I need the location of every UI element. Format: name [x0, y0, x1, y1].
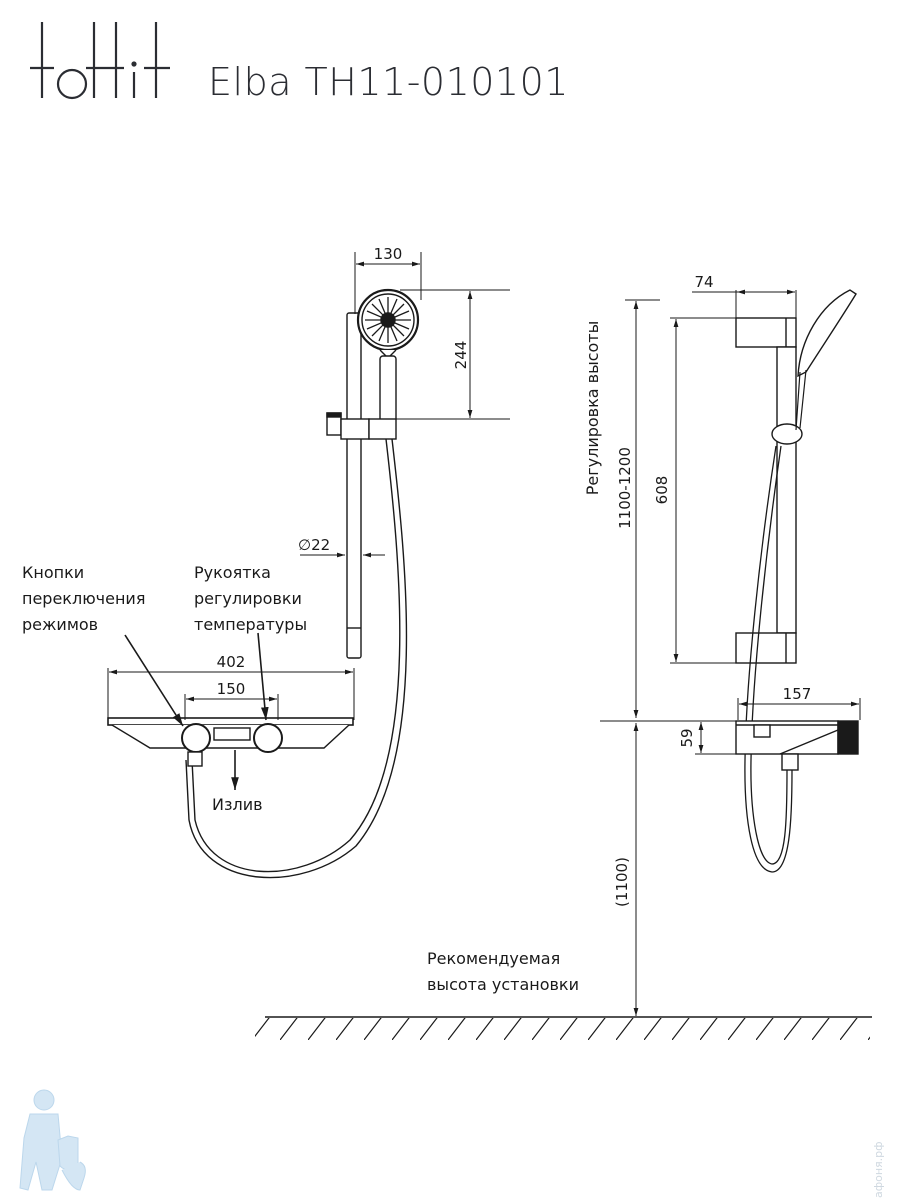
dim-panel-height: 59 [678, 728, 696, 747]
dim-rail-length: 608 [653, 476, 671, 505]
side-showerhead [797, 289, 857, 378]
dim-showerhead-height: 244 [452, 341, 470, 370]
dim-panel-width: 402 [217, 653, 246, 671]
dim-knob-spacing: 150 [217, 680, 246, 698]
dim-depth: 157 [783, 685, 812, 703]
header: Elba TH11-010101 [0, 0, 900, 130]
dim-height-adjust: 1100-1200 [616, 447, 634, 529]
side-view [600, 289, 861, 1016]
bottom-bracket [735, 632, 797, 664]
watermark-text: афоня.рф [872, 1141, 885, 1198]
temperature-handle-label: Рукоятка регулировки температуры [194, 563, 308, 634]
dim-rail-diameter: ∅22 [298, 536, 330, 554]
hose [191, 438, 401, 873]
temperature-handle [253, 723, 283, 753]
side-panel [735, 720, 859, 771]
top-bracket [735, 317, 797, 348]
dim-showerhead-width: 130 [374, 245, 403, 263]
plumber-mascot-icon [19, 1089, 86, 1191]
mode-button [181, 723, 211, 753]
side-rail [776, 346, 797, 634]
floor-line [255, 1016, 872, 1040]
dim-wall-offset: 74 [694, 273, 713, 291]
recommended-height-label: Рекомендуемая высота установки [427, 949, 579, 994]
dim-install-height: (1100) [613, 857, 631, 907]
model-name: Elba TH11-010101 [208, 60, 569, 104]
spout-label: Излив [212, 795, 263, 814]
brand-logo [30, 22, 170, 100]
side-slider [771, 423, 803, 445]
front-view [107, 252, 510, 879]
slide-rail [346, 312, 362, 659]
mode-buttons-label: Кнопки переключения режимов [22, 563, 146, 634]
slider-holder [326, 412, 397, 440]
height-adjust-label: Регулировка высоты [583, 321, 602, 496]
showerhead-icon [356, 288, 420, 423]
thermostat-panel [107, 717, 354, 767]
